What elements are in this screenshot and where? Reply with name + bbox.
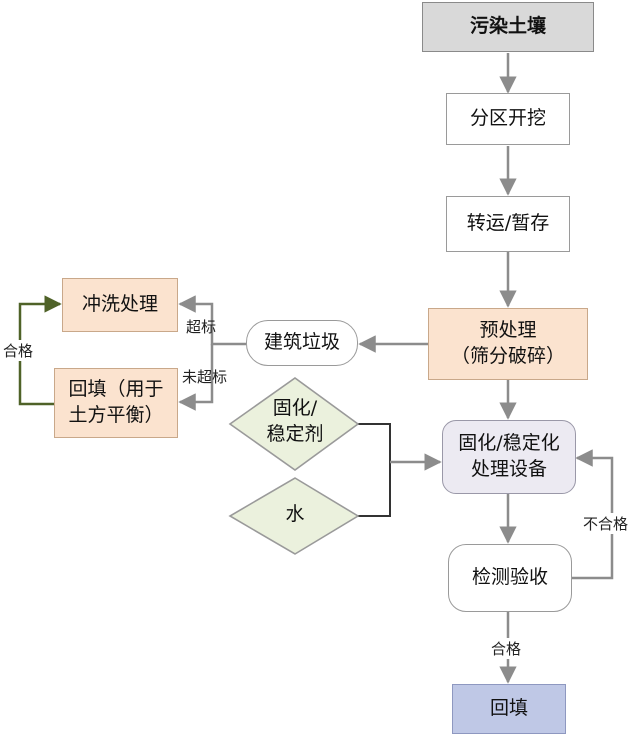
node-treatment-equipment: 固化/稳定化 处理设备 <box>442 420 576 494</box>
node-washing-label: 冲洗处理 <box>81 293 158 316</box>
node-washing: 冲洗处理 <box>62 278 178 332</box>
node-pretreatment-label-2: （筛分破碎） <box>450 345 565 367</box>
node-zoned-excavation: 分区开挖 <box>446 93 570 145</box>
node-inspection-label: 检测验收 <box>471 566 548 589</box>
node-zoned-excavation-label: 分区开挖 <box>469 107 546 130</box>
node-pretreatment: 预处理 （筛分破碎） <box>428 308 588 380</box>
node-transport-storage: 转运/暂存 <box>446 196 570 252</box>
node-contaminated-soil-label: 污染土壤 <box>469 15 546 38</box>
node-backfill-balance-label-2: 土方平衡） <box>68 404 164 426</box>
node-backfill-label: 回填 <box>489 697 528 720</box>
diamond-solidify-agent-label-1: 固化/ <box>272 397 318 419</box>
node-treatment-equipment-label-2: 处理设备 <box>470 458 547 480</box>
diamond-water-label-text: 水 <box>285 503 305 525</box>
diamond-solidify-agent-label: 固化/ 稳定剂 <box>240 396 350 447</box>
diamond-solidify-agent-label-2: 稳定剂 <box>266 422 324 445</box>
node-transport-storage-label: 转运/暂存 <box>466 212 550 235</box>
arrow-waste-to-backfill-balance <box>178 344 214 411</box>
node-construction-waste-label: 建筑垃圾 <box>263 331 340 354</box>
diamond-water <box>228 477 360 555</box>
node-inspection: 检测验收 <box>448 544 572 612</box>
node-treatment-equipment-label-1: 固化/稳定化 <box>458 432 560 455</box>
node-backfill-balance: 回填（用于 土方平衡） <box>54 368 178 438</box>
diamond-solidify-agent <box>228 377 360 471</box>
connector-agent <box>358 423 391 462</box>
edge-label-qualified-left: 合格 <box>2 340 35 361</box>
diamond-water-label: 水 <box>240 502 350 528</box>
node-construction-waste: 建筑垃圾 <box>246 320 358 366</box>
node-pretreatment-label-1: 预处理 <box>479 319 537 342</box>
node-backfill-balance-label-1: 回填（用于 <box>68 378 164 401</box>
edge-label-qualified-bottom: 合格 <box>490 638 523 659</box>
node-backfill: 回填 <box>452 684 566 734</box>
edge-label-not-exceed: 未超标 <box>182 368 228 386</box>
arrow-waste-to-washing <box>178 295 246 346</box>
edge-label-exceed: 超标 <box>186 318 217 336</box>
connector-water <box>358 462 391 517</box>
edge-label-unqualified: 不合格 <box>582 513 630 534</box>
node-contaminated-soil: 污染土壤 <box>422 2 594 52</box>
